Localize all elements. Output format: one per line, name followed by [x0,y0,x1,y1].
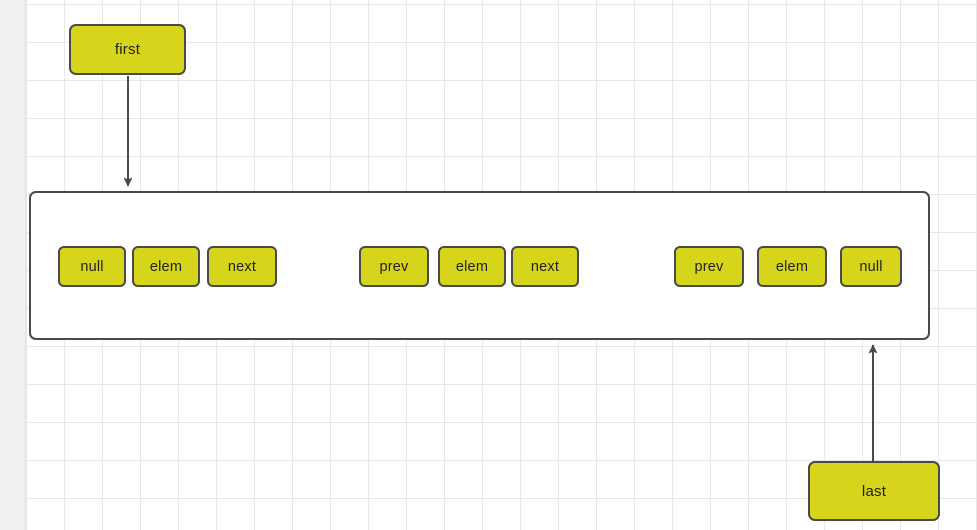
node-2-field-prev-label: prev [379,258,409,275]
node-1-field-prev-label: null [80,258,104,275]
node-2-field-next[interactable]: next [511,246,579,287]
node-3-field-elem-label: elem [775,258,809,275]
page-gutter-strip [0,0,26,530]
node-3-field-next[interactable]: null [840,246,902,287]
node-2-field-elem-label: elem [455,258,489,275]
node-1-field-elem-label: elem [149,258,183,275]
node-3-field-next-label: null [859,258,883,275]
node-3-field-prev[interactable]: prev [674,246,744,287]
pointer-box-first-label: first [114,41,141,58]
pointer-box-first[interactable]: first [69,24,186,75]
node-3-field-elem[interactable]: elem [757,246,827,287]
node-1-field-elem[interactable]: elem [132,246,200,287]
node-2-field-elem[interactable]: elem [438,246,506,287]
node-2-field-prev[interactable]: prev [359,246,429,287]
pointer-box-last[interactable]: last [808,461,940,521]
node-3-field-prev-label: prev [694,258,724,275]
node-2-field-next-label: next [530,258,560,275]
node-1-field-prev[interactable]: null [58,246,126,287]
node-1-field-next[interactable]: next [207,246,277,287]
node-1-field-next-label: next [227,258,257,275]
pointer-box-last-label: last [861,482,887,500]
